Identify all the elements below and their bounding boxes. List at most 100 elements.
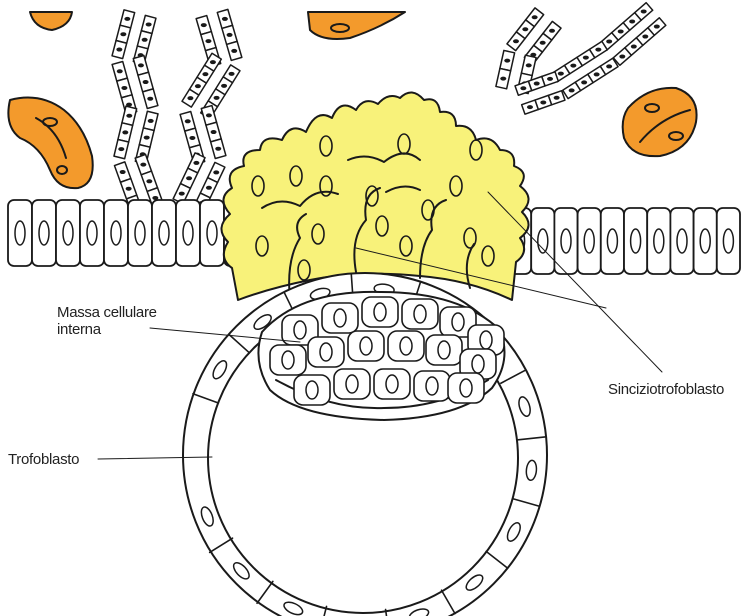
gland-cell-nucleus <box>118 147 124 151</box>
epithelial-cell <box>152 200 176 266</box>
gland-cell-nucleus <box>146 22 152 26</box>
inner-cell <box>448 373 484 403</box>
gland-cell-nucleus <box>186 176 192 180</box>
epithelial-cell <box>200 200 224 266</box>
blood-cell <box>623 88 697 156</box>
gland-cell-nucleus <box>144 136 150 140</box>
gland-cell-nucleus <box>193 161 199 165</box>
inner-cell <box>348 331 384 361</box>
epithelial-cell <box>670 208 693 274</box>
epithelial-cell <box>176 200 200 266</box>
gland-cell-nucleus <box>641 9 647 13</box>
inner-cell <box>362 297 398 327</box>
gland-cell-nucleus <box>534 82 540 86</box>
gland-cell-nucleus <box>522 27 528 31</box>
gland-cell-nucleus <box>513 39 519 43</box>
gland-cell-nucleus <box>619 55 625 59</box>
syncytiotrophoblast <box>221 92 528 300</box>
epithelial-cell <box>694 208 717 274</box>
gland-cell-nucleus <box>148 119 154 123</box>
gland-cell-nucleus <box>206 113 212 117</box>
gland-cell-nucleus <box>146 179 152 183</box>
gland-cell-nucleus <box>116 48 122 52</box>
gland-cell-nucleus <box>570 64 576 68</box>
gland-cell-nucleus <box>213 170 219 174</box>
trophoblast-label: Trofoblasto <box>8 451 79 468</box>
gland-cell-nucleus <box>121 86 127 90</box>
inner-cell <box>334 369 370 399</box>
syncytiotrophoblast-label: Sinciziotrofoblasto <box>608 381 724 398</box>
gland-cell-nucleus <box>554 96 560 100</box>
blood-cell <box>8 98 92 189</box>
blood-cell <box>30 12 72 30</box>
gland-cell-nucleus <box>221 84 227 88</box>
epithelial-cell <box>624 208 647 274</box>
inner-cell <box>374 369 410 399</box>
gland-cell-nucleus <box>211 130 217 134</box>
gland-cell-nucleus <box>500 77 506 81</box>
gland-cell-nucleus <box>214 96 220 100</box>
epithelial-cell <box>578 208 601 274</box>
gland-cell-nucleus <box>569 88 575 92</box>
epithelial-cell <box>647 208 670 274</box>
gland-cell-nucleus <box>549 29 555 33</box>
gland-cell-nucleus <box>126 114 132 118</box>
gland-cell-nucleus <box>140 163 146 167</box>
epithelial-cell <box>128 200 152 266</box>
gland-cell-nucleus <box>142 38 148 42</box>
gland-cell-nucleus <box>120 170 126 174</box>
inner-cell <box>402 299 438 329</box>
inner-cell <box>414 371 450 401</box>
epithelial-cell <box>104 200 128 266</box>
gland-cell-nucleus <box>527 105 533 109</box>
epithelial-cell <box>56 200 80 266</box>
gland-cell-nucleus <box>185 119 191 123</box>
epithelial-cell <box>717 208 740 274</box>
gland-cell-nucleus <box>581 80 587 84</box>
gland-cell-nucleus <box>210 60 216 64</box>
gland-cell-nucleus <box>189 136 195 140</box>
gland-cell-nucleus <box>124 17 130 21</box>
gland-cell-nucleus <box>120 32 126 36</box>
gland-cell-nucleus <box>642 35 648 39</box>
gland-cell-nucleus <box>187 96 193 100</box>
gland-cell-nucleus <box>122 130 128 134</box>
gland-cell-nucleus <box>595 48 601 52</box>
gland-cell-nucleus <box>540 100 546 104</box>
gland-cell-nucleus <box>594 72 600 76</box>
inner-cell <box>294 375 330 405</box>
gland-cell-nucleus <box>532 15 538 19</box>
gland-cell-nucleus <box>215 147 221 151</box>
epithelial-cell <box>80 200 104 266</box>
inner-cell <box>270 345 306 375</box>
inner-cell <box>388 331 424 361</box>
gland-cell-nucleus <box>222 17 228 21</box>
gland-cell-nucleus <box>540 41 546 45</box>
gland-cell-nucleus <box>631 45 637 49</box>
gland-cell-nucleus <box>526 63 532 67</box>
gland-cell-nucleus <box>583 56 589 60</box>
epithelial-cell <box>601 208 624 274</box>
inner-cell-mass-label-line2: interna <box>57 321 187 338</box>
inner-cell-mass-label: Massa cellulare interna <box>57 304 187 338</box>
epithelial-cell <box>32 200 56 266</box>
gland-cell-nucleus <box>126 187 132 191</box>
gland-cell-nucleus <box>143 80 149 84</box>
gland-cell-nucleus <box>654 25 660 29</box>
gland-cell-nucleus <box>231 49 237 53</box>
gland-cell-nucleus <box>195 84 201 88</box>
gland-cell-nucleus <box>206 186 212 190</box>
gland-cell-nucleus <box>147 97 153 101</box>
gland-cell-nucleus <box>547 77 553 81</box>
inner-cell <box>322 303 358 333</box>
gland-cell-nucleus <box>117 69 123 73</box>
epithelial-cell <box>8 200 32 266</box>
gland-cell-nucleus <box>202 72 208 76</box>
gland-cell-nucleus <box>606 64 612 68</box>
inner-cell <box>308 337 344 367</box>
gland-cell-nucleus <box>227 33 233 37</box>
inner-cell-mass-label-line1: Massa cellulare <box>57 304 187 321</box>
gland-cell-nucleus <box>618 29 624 33</box>
gland-cell-nucleus <box>504 59 510 63</box>
gland-cell-nucleus <box>138 63 144 67</box>
